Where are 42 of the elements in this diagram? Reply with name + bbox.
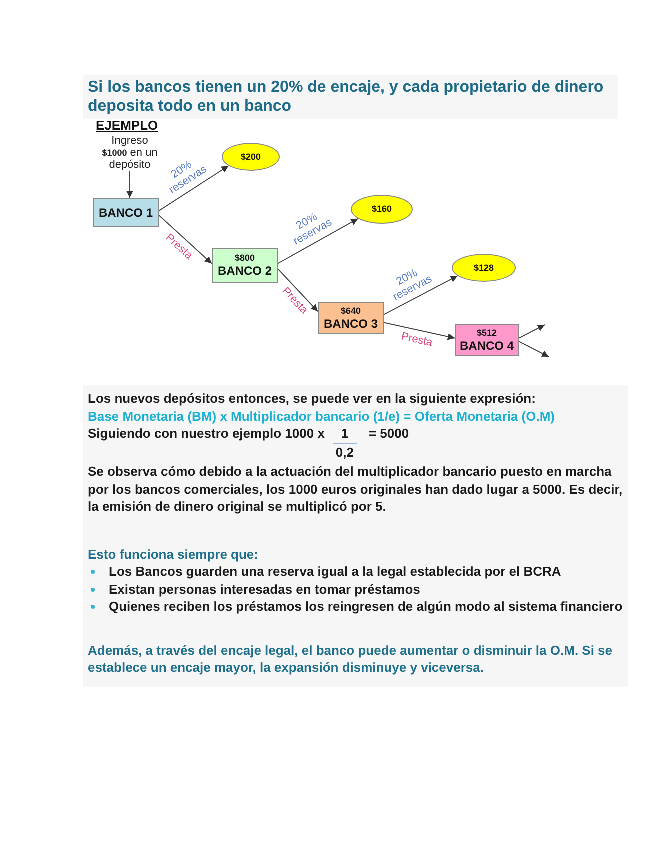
amount-label: $200 (240, 152, 262, 162)
bank-label: BANCO 4 (460, 338, 514, 352)
list-heading: Esto funciona siempre que: (88, 546, 260, 563)
amount-label: $128 (474, 262, 494, 274)
example-result: = 5000 (368, 425, 410, 442)
list-item: Quienes reciben los préstamos los reingresen de algún modo al sistema financiero (109, 598, 623, 616)
amount-label: $640 (340, 306, 362, 316)
bank-box (93, 198, 159, 227)
deposit-note: Ingreso $1000 en un depósito (99, 135, 161, 171)
section-heading: EJEMPLO (96, 118, 158, 133)
amount-ellipse (222, 143, 280, 171)
amount-ellipse (351, 195, 413, 224)
paragraph: Los nuevos depósitos entonces, se puede ver en la siguiente expresión: (88, 390, 537, 408)
arrow (518, 341, 550, 358)
bank-box (212, 248, 278, 283)
amount-label: $512 (476, 328, 498, 338)
list-item: Los Bancos guarden una reserva igual a la legal establecida por el BCRA (109, 563, 562, 580)
arrow (158, 214, 212, 264)
arrow (384, 322, 456, 340)
edge-label: Presta (400, 331, 434, 350)
arrow (278, 218, 359, 264)
amount-ellipse (452, 254, 516, 282)
arrow (384, 276, 458, 316)
fraction-denominator: 0,2 (336, 444, 354, 461)
fraction-numerator: 1 (341, 425, 349, 442)
amount-label: $160 (372, 204, 392, 215)
bank-label: BANCO 1 (98, 206, 153, 220)
arrow (158, 166, 230, 212)
bank-label: BANCO 3 (324, 316, 378, 330)
paragraph: Se observa cómo debido a la actuación del multiplicador bancario puesto en marcha por los bancos comerciales, los 1000 euros originales han dado lugar a 5000. Es decir, la emisión de dinero original se multiplicó por 5. (88, 463, 623, 516)
title: Si los bancos tienen un 20% de encaje, y cada propietario de dinero deposita todo en un banco (88, 78, 605, 116)
paragraph: Además, a través del encaje legal, el banco puede aumentar o disminuir la O.M. Si se establece un encaje mayor, la expansión disminuye y viceversa. (88, 642, 614, 676)
arrow (278, 268, 318, 312)
formula: Base Monetaria (BM) x Multiplicador bancario (1/e) = Oferta Monetaria (O.M) (88, 408, 556, 425)
bank-label: BANCO 2 (218, 264, 272, 278)
arrow (126, 170, 134, 198)
arrow (518, 324, 546, 339)
example-text: Siguiendo con nuestro ejemplo 1000 x (88, 425, 325, 442)
list-item: Existan personas interesadas en tomar préstamos (109, 580, 420, 598)
amount-label: $800 (234, 253, 256, 264)
bank-box (318, 302, 384, 334)
bank-box (455, 324, 519, 356)
